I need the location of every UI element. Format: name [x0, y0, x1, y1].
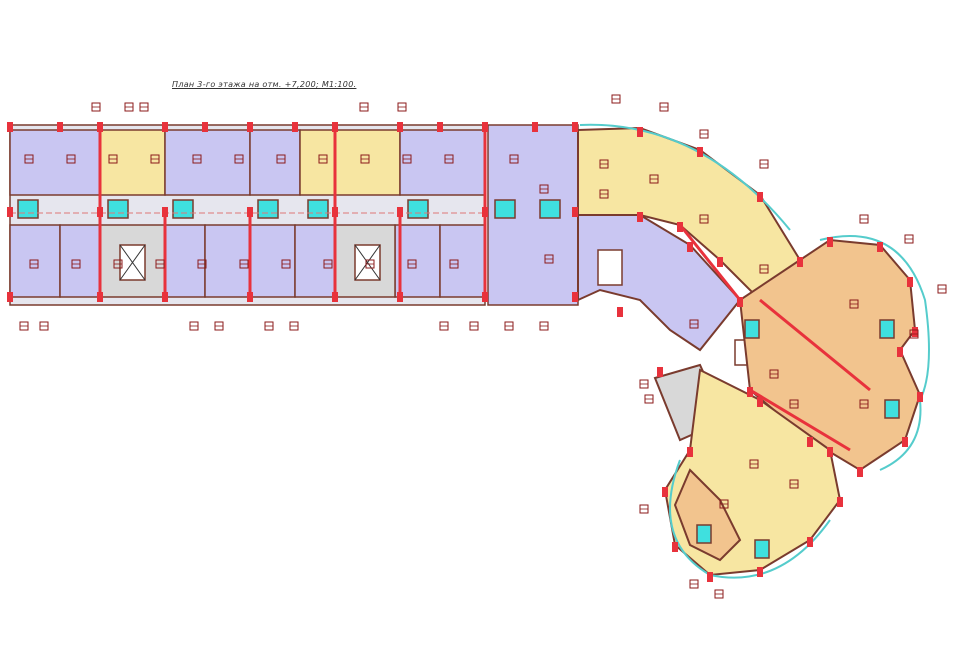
column [857, 467, 863, 477]
column [687, 242, 693, 252]
room-top [249, 129, 301, 196]
column [637, 127, 643, 137]
room-bottom [9, 224, 61, 298]
bathroom [884, 399, 900, 419]
column [687, 447, 693, 457]
column [707, 572, 713, 582]
column [332, 122, 338, 132]
column [757, 397, 763, 407]
stairwell [99, 224, 166, 298]
bathroom [754, 539, 770, 559]
elevator-shaft [597, 249, 623, 286]
room-top [399, 129, 486, 196]
column [617, 307, 623, 317]
bathroom [696, 524, 712, 544]
column [292, 122, 298, 132]
room-bottom [394, 224, 441, 298]
wall-segment [749, 388, 851, 452]
column [482, 122, 488, 132]
column [807, 437, 813, 447]
curved-wing-lower [577, 214, 742, 352]
column [57, 122, 63, 132]
bathroom [17, 199, 39, 219]
column [747, 387, 753, 397]
room-top [299, 129, 401, 196]
bathroom [407, 199, 429, 219]
room-top [9, 129, 101, 196]
column [757, 192, 763, 202]
column [247, 207, 253, 217]
balcony-curve [819, 235, 930, 471]
column [902, 437, 908, 447]
column [917, 392, 923, 402]
column [837, 497, 843, 507]
column [397, 122, 403, 132]
column [247, 122, 253, 132]
plan-title: План 3-го этажа на отм. +7,200; М1:100. [172, 80, 357, 89]
column [672, 542, 678, 552]
column [907, 277, 913, 287]
column [572, 207, 578, 217]
column [637, 212, 643, 222]
column [7, 122, 13, 132]
column [807, 537, 813, 547]
column [657, 367, 663, 377]
room-bottom [249, 224, 296, 298]
elevator-cross [354, 244, 381, 281]
column [912, 327, 918, 337]
column [662, 487, 668, 497]
column [202, 122, 208, 132]
column [827, 447, 833, 457]
column [797, 257, 803, 267]
column [827, 237, 833, 247]
wall-segment [759, 298, 871, 392]
balcony-curve [579, 123, 791, 231]
column [572, 122, 578, 132]
bathroom [107, 199, 129, 219]
column [532, 122, 538, 132]
column [162, 122, 168, 132]
bathroom [172, 199, 194, 219]
column [162, 207, 168, 217]
column [697, 147, 703, 157]
column [397, 207, 403, 217]
room-bottom [439, 224, 486, 298]
column [757, 567, 763, 577]
column [877, 242, 883, 252]
bathroom [257, 199, 279, 219]
elevator-cross [119, 244, 146, 281]
column [897, 347, 903, 357]
column [717, 257, 723, 267]
column [97, 122, 103, 132]
column [7, 207, 13, 217]
column [737, 297, 743, 307]
room-bottom [204, 224, 251, 298]
bathroom [744, 319, 760, 339]
room-bottom [294, 224, 336, 298]
wall-segment [678, 224, 742, 301]
bathroom [539, 199, 561, 219]
column [7, 292, 13, 302]
room-bottom [164, 224, 206, 298]
bathroom [307, 199, 329, 219]
column [572, 292, 578, 302]
bathroom [879, 319, 895, 339]
column [437, 122, 443, 132]
bathroom [494, 199, 516, 219]
